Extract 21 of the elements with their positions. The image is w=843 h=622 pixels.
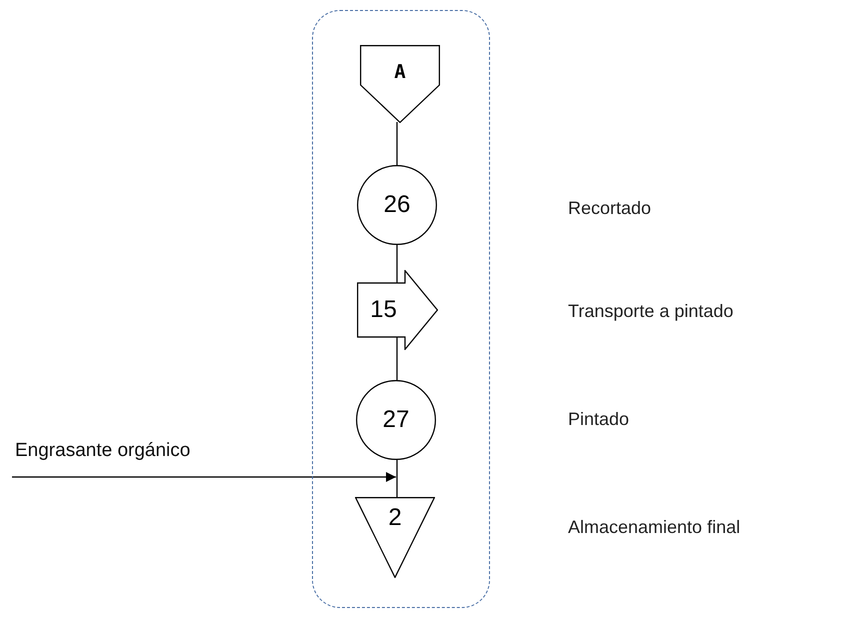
step-description: Transporte a pintado (568, 300, 734, 322)
step-description: Almacenamiento final (568, 516, 740, 538)
connector-line (396, 245, 398, 283)
node-label: A (394, 60, 406, 85)
transport-symbol (357, 270, 438, 350)
node-label: 2 (388, 502, 402, 532)
edge-label: Engrasante orgánico (15, 441, 190, 460)
dashed-group-frame (312, 10, 490, 608)
storage-triangle (355, 497, 435, 578)
node-label: 27 (382, 405, 410, 435)
off-page-connector (360, 45, 440, 123)
step-description: Recortado (568, 197, 652, 220)
node-label: 15 (370, 295, 397, 325)
connector-line (396, 337, 398, 380)
step-description: Pintado (568, 408, 630, 430)
arrow (12, 472, 396, 482)
node-label: 26 (384, 190, 410, 220)
operation-circle (357, 165, 437, 245)
connector-line (396, 460, 398, 497)
operation-circle (356, 380, 436, 460)
connector-line (396, 122, 398, 165)
